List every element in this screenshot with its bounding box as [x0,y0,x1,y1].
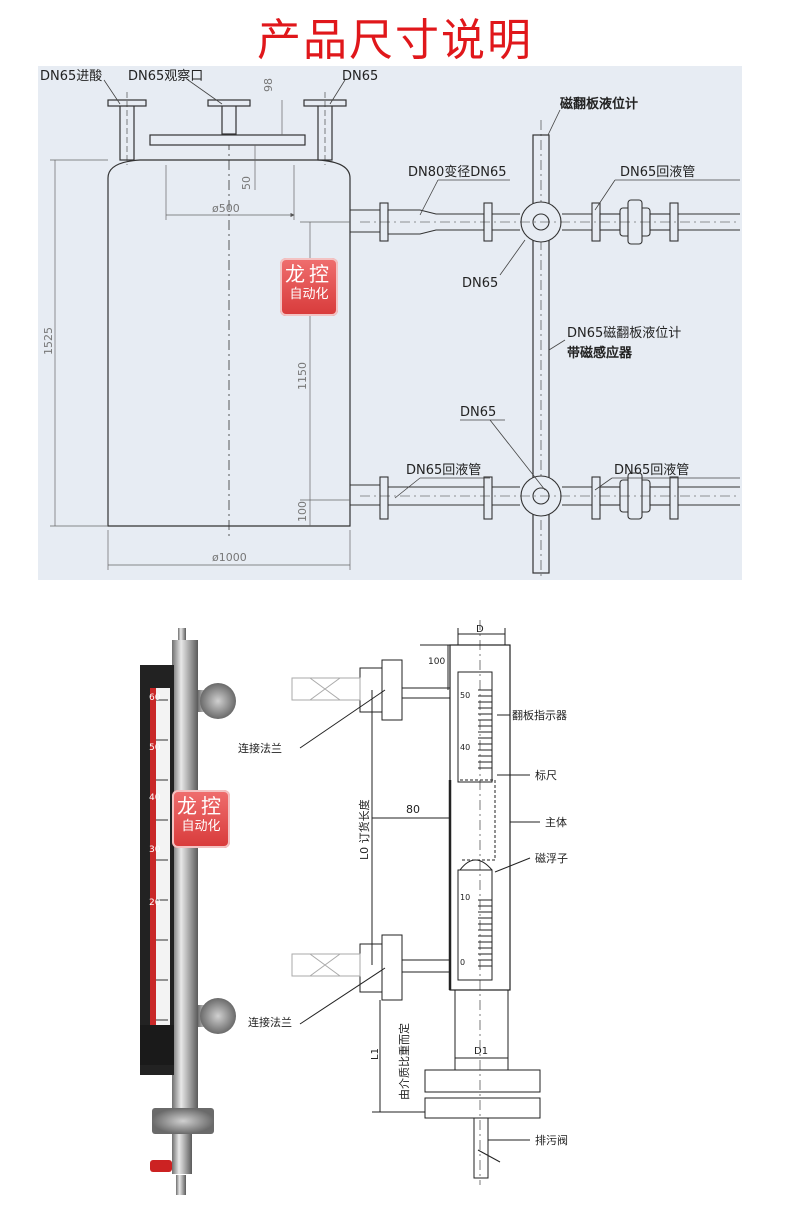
scale-mark-40: 40 [460,743,470,752]
badge-line1: 龙控 [177,794,225,818]
scale-hatch [478,689,492,967]
lower-connection-pipe [350,472,740,520]
label-scale: 标尺 [535,768,557,782]
level-gauge-photo: 60 50 40 30 20 [140,628,236,1195]
level-gauge-pipe [532,120,550,580]
level-gauge-drawing [291,620,541,1185]
dim-100-bottom: 100 [428,657,445,667]
label-indicator-bottom: 翻板指示器 [512,708,567,722]
label-return-upper: DN65回液管 [620,165,695,180]
badge-line2: 自动化 [289,287,329,302]
label-sensor-line2: 带磁感应器 [567,345,633,361]
photo-mark-40: 40 [149,793,161,803]
dim-50: 50 [240,176,253,190]
dim-phi500: ø500 [212,202,240,215]
label-body: 主体 [545,815,567,829]
label-dn65-sight: DN65观察口 [128,69,203,84]
brand-badge-top: 龙控 自动化 [280,258,338,316]
dim-l0: L0 订货长度 [357,799,371,860]
label-sensor-line1: DN65磁翻板液位计 [567,326,681,341]
tank-body [107,120,351,540]
dim-l1: L1 [370,1048,381,1060]
scale-mark-50: 50 [460,691,470,700]
upper-connection-pipe [350,199,740,245]
dim-d: D [476,624,484,635]
photo-mark-60: 60 [149,693,161,703]
label-drain: 排污阀 [535,1133,568,1147]
label-indicator: 磁翻板液位计 [560,96,638,112]
dim-1525: 1525 [42,327,55,355]
dim-100: 100 [296,501,309,522]
scale-mark-10: 10 [460,893,470,902]
scale-mark-0: 0 [460,958,465,967]
label-dn65-low: DN65 [460,405,496,420]
label-dn65-inlet: DN65进酸 [40,69,102,84]
label-reducer: DN80变径DN65 [408,164,507,180]
photo-mark-30: 30 [149,845,161,855]
label-dn65-mid: DN65 [462,276,498,291]
label-flange-upper: 连接法兰 [238,741,282,755]
label-dn65-top: DN65 [342,69,378,84]
label-return-lower-left: DN65回液管 [406,463,481,478]
label-float: 磁浮子 [535,852,568,865]
page-title: 产品尺寸说明 [257,15,533,66]
photo-mark-20: 20 [149,898,161,908]
label-return-lower-right: DN65回液管 [614,463,689,478]
dim-80: 80 [406,803,420,816]
top-nozzles [107,92,347,165]
badge-line1: 龙控 [285,262,333,286]
dim-d1: D1 [474,1046,488,1057]
dim-phi1000: ø1000 [212,551,247,564]
badge-line2: 自动化 [181,819,221,834]
photo-mark-50: 50 [149,743,161,753]
dim-98: 98 [262,78,275,92]
dim-1150: 1150 [296,362,309,390]
brand-badge-bottom: 龙控 自动化 [172,790,230,848]
label-flange-lower: 连接法兰 [248,1015,292,1029]
label-density: 由介质比重而定 [397,1023,411,1100]
